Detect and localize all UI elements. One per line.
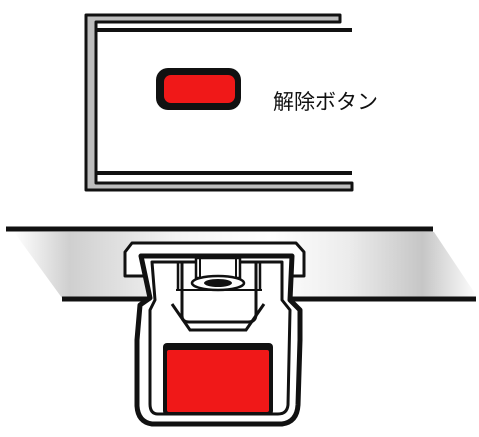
- upper-panel: [84, 13, 354, 192]
- lever-red-pad-icon: [163, 343, 273, 415]
- release-button-icon: [156, 68, 241, 110]
- release-button-label: 解除ボタン: [273, 90, 378, 114]
